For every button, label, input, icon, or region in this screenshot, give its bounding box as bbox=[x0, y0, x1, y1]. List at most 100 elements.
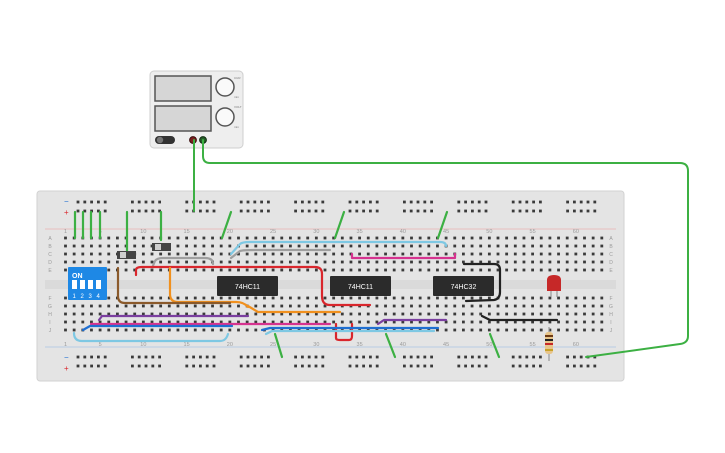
breadboard-hole[interactable] bbox=[375, 244, 379, 248]
rail-hole[interactable] bbox=[294, 355, 297, 359]
breadboard-hole[interactable] bbox=[375, 312, 379, 316]
breadboard-hole[interactable] bbox=[228, 320, 232, 324]
breadboard-hole[interactable] bbox=[548, 328, 552, 332]
breadboard-hole[interactable] bbox=[211, 304, 214, 308]
wire-green-12[interactable] bbox=[488, 332, 501, 359]
breadboard-hole[interactable] bbox=[289, 268, 292, 272]
breadboard-hole[interactable] bbox=[548, 252, 552, 256]
breadboard-hole[interactable] bbox=[410, 320, 413, 324]
breadboard-hole[interactable] bbox=[271, 296, 275, 300]
breadboard-hole[interactable] bbox=[531, 304, 534, 308]
rail-hole[interactable] bbox=[212, 209, 216, 213]
breadboard-hole[interactable] bbox=[237, 236, 240, 240]
breadboard-hole[interactable] bbox=[470, 260, 474, 264]
breadboard-hole[interactable] bbox=[591, 244, 595, 248]
breadboard-hole[interactable] bbox=[159, 296, 163, 300]
breadboard-hole[interactable] bbox=[358, 252, 361, 256]
power-supply[interactable]: CUR min VOLT min bbox=[149, 70, 244, 149]
rail-hole[interactable] bbox=[131, 200, 134, 204]
rail-hole[interactable] bbox=[151, 200, 155, 204]
breadboard-hole[interactable] bbox=[159, 312, 163, 316]
breadboard-hole[interactable] bbox=[565, 328, 569, 332]
rail-hole[interactable] bbox=[579, 209, 583, 213]
wires[interactable] bbox=[72, 139, 689, 359]
rail-hole[interactable] bbox=[375, 200, 379, 204]
breadboard-hole[interactable] bbox=[306, 312, 310, 316]
breadboard-hole[interactable] bbox=[548, 320, 552, 324]
rail-hole[interactable] bbox=[539, 355, 542, 359]
wire-gray-top[interactable] bbox=[150, 256, 215, 270]
rail-hole[interactable] bbox=[253, 200, 257, 204]
breadboard-hole[interactable] bbox=[557, 244, 560, 248]
wire-lightblue-top[interactable] bbox=[229, 240, 448, 256]
breadboard-hole[interactable] bbox=[124, 260, 128, 264]
breadboard-hole[interactable] bbox=[384, 244, 387, 248]
breadboard-hole[interactable] bbox=[280, 268, 284, 272]
breadboard-hole[interactable] bbox=[72, 252, 76, 256]
breadboard-hole[interactable] bbox=[600, 328, 604, 332]
rail-hole[interactable] bbox=[518, 200, 522, 204]
breadboard-hole[interactable] bbox=[280, 252, 284, 256]
breadboard-hole[interactable] bbox=[418, 296, 422, 300]
rail-hole[interactable] bbox=[518, 209, 522, 213]
breadboard-hole[interactable] bbox=[263, 312, 266, 316]
rail-hole[interactable] bbox=[355, 209, 359, 213]
rail-hole[interactable] bbox=[307, 200, 311, 204]
rail-hole[interactable] bbox=[457, 209, 461, 213]
breadboard-hole[interactable] bbox=[314, 312, 318, 316]
breadboard-hole[interactable] bbox=[150, 312, 154, 316]
breadboard-hole[interactable] bbox=[401, 312, 405, 316]
breadboard-hole[interactable] bbox=[271, 304, 275, 308]
wire-blue-2[interactable] bbox=[260, 326, 440, 332]
breadboard-hole[interactable] bbox=[531, 320, 534, 324]
breadboard-hole[interactable] bbox=[436, 320, 439, 324]
breadboard-hole[interactable] bbox=[591, 312, 595, 316]
breadboard-hole[interactable] bbox=[418, 252, 422, 256]
rail-hole[interactable] bbox=[416, 209, 420, 213]
breadboard-hole[interactable] bbox=[306, 260, 310, 264]
breadboard-hole[interactable] bbox=[254, 236, 258, 240]
rail-hole[interactable] bbox=[511, 200, 515, 204]
breadboard-hole[interactable] bbox=[444, 252, 448, 256]
breadboard-hole[interactable] bbox=[565, 244, 569, 248]
breadboard-hole[interactable] bbox=[505, 252, 509, 256]
breadboard-hole[interactable] bbox=[513, 304, 517, 308]
rail-hole[interactable] bbox=[369, 364, 372, 368]
breadboard-hole[interactable] bbox=[193, 312, 197, 316]
breadboard-hole[interactable] bbox=[107, 244, 111, 248]
breadboard-hole[interactable] bbox=[375, 304, 379, 308]
breadboard-hole[interactable] bbox=[513, 312, 517, 316]
breadboard-hole[interactable] bbox=[574, 252, 578, 256]
rail-hole[interactable] bbox=[430, 364, 433, 368]
rail-hole[interactable] bbox=[185, 209, 189, 213]
breadboard-hole[interactable] bbox=[418, 244, 422, 248]
rail-hole[interactable] bbox=[314, 355, 318, 359]
wire-brown[interactable] bbox=[116, 266, 232, 305]
breadboard-hole[interactable] bbox=[289, 236, 292, 240]
breadboard-hole[interactable] bbox=[487, 312, 491, 316]
breadboard-hole[interactable] bbox=[470, 312, 474, 316]
rail-hole[interactable] bbox=[362, 364, 365, 368]
breadboard-hole[interactable] bbox=[513, 320, 517, 324]
rail-hole[interactable] bbox=[294, 364, 297, 368]
breadboard-hole[interactable] bbox=[531, 312, 534, 316]
breadboard-hole[interactable] bbox=[453, 236, 457, 240]
breadboard-hole[interactable] bbox=[219, 260, 223, 264]
breadboard-hole[interactable] bbox=[176, 296, 180, 300]
breadboard-hole[interactable] bbox=[453, 296, 457, 300]
breadboard-hole[interactable] bbox=[340, 268, 344, 272]
breadboard-hole[interactable] bbox=[384, 304, 387, 308]
breadboard-hole[interactable] bbox=[332, 320, 336, 324]
breadboard-hole[interactable] bbox=[314, 268, 318, 272]
breadboard-hole[interactable] bbox=[505, 260, 509, 264]
breadboard-hole[interactable] bbox=[193, 296, 197, 300]
breadboard-hole[interactable] bbox=[176, 252, 180, 256]
breadboard-hole[interactable] bbox=[487, 320, 491, 324]
breadboard-hole[interactable] bbox=[427, 252, 431, 256]
rail-hole[interactable] bbox=[355, 355, 359, 359]
rail-hole[interactable] bbox=[403, 355, 406, 359]
rail-hole[interactable] bbox=[151, 209, 155, 213]
rail-hole[interactable] bbox=[471, 209, 474, 213]
breadboard-hole[interactable] bbox=[133, 328, 137, 332]
breadboard-hole[interactable] bbox=[401, 320, 405, 324]
